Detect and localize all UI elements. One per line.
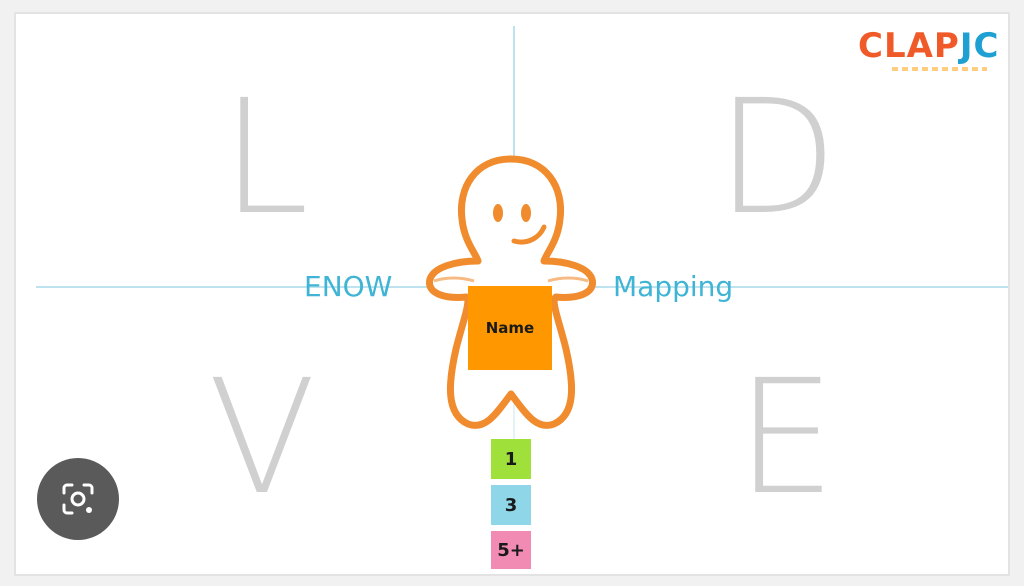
logo-wordmark: CLAPJC [858, 29, 999, 63]
letter-bottom-right: E [736, 346, 836, 530]
canvas-card: L D V E ENOW Mapping Name 1 3 5+ CLAPJC [14, 12, 1010, 576]
label-left: ENOW [304, 270, 393, 303]
letter-bottom-left: V [208, 346, 317, 530]
level-badge-3: 3 [491, 485, 531, 525]
google-lens-icon [62, 483, 94, 515]
label-right: Mapping [613, 270, 734, 303]
logo-part-2: JC [959, 26, 1000, 66]
clapjc-logo: CLAPJC [858, 29, 1008, 74]
level-badge-5plus: 5+ [491, 531, 531, 569]
letter-top-left: L [221, 66, 310, 250]
vertical-axis-top [513, 26, 515, 166]
level-badge-1: 1 [491, 439, 531, 479]
letter-top-right: D [716, 66, 838, 250]
logo-tagline-decoration [892, 67, 987, 71]
vertical-axis-bottom [513, 399, 515, 459]
logo-part-1: CLAP [858, 26, 960, 66]
google-lens-button[interactable] [37, 458, 119, 540]
name-box: Name [468, 286, 552, 370]
